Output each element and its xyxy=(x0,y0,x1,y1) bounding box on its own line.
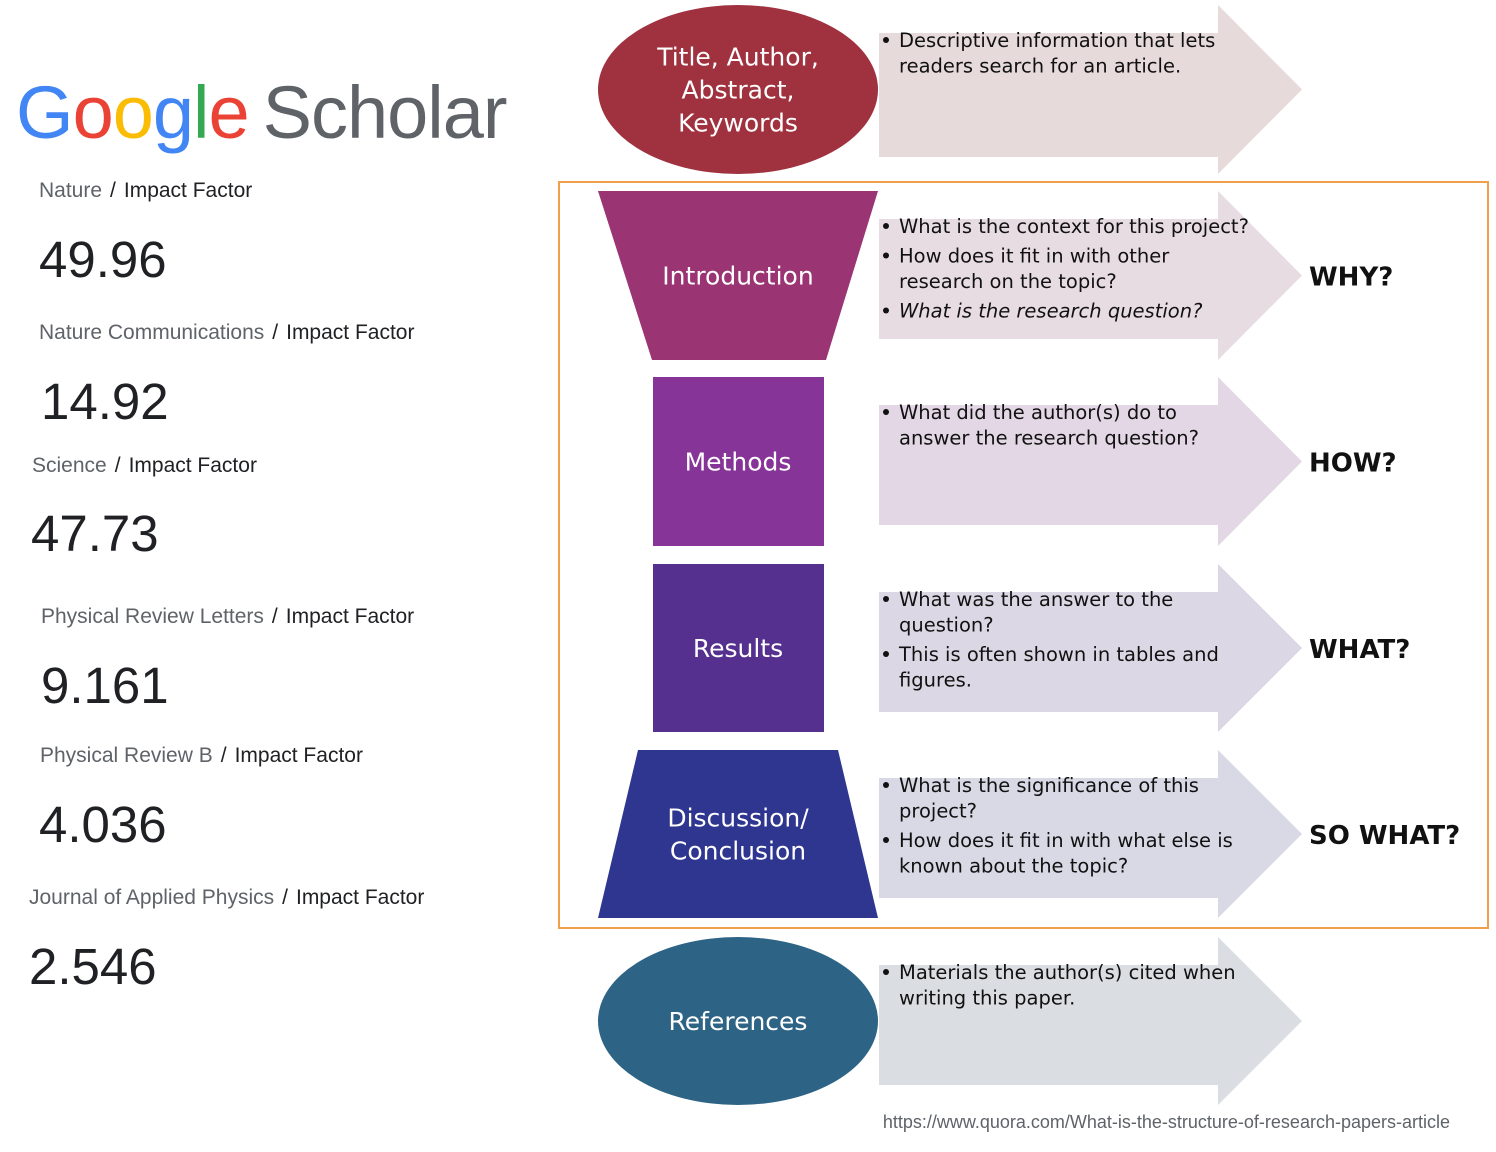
bullet-text: answer the research question? xyxy=(899,427,1199,450)
journal-name[interactable]: Physical Review B xyxy=(40,744,213,767)
bullet-dot xyxy=(883,782,889,788)
section-question: SO WHAT? xyxy=(1309,821,1460,851)
metric-label: Impact Factor xyxy=(128,454,257,477)
section-label: Keywords xyxy=(678,109,798,138)
impact-factor-value: 9.161 xyxy=(41,657,169,714)
journal-name[interactable]: Nature Communications xyxy=(39,321,265,344)
journal-label: Physical Review Letters / Impact Factor xyxy=(41,604,414,630)
metric-label: Impact Factor xyxy=(234,744,363,767)
section-arrow xyxy=(879,191,1302,360)
bullet-text: writing this paper. xyxy=(899,987,1075,1010)
google-letter: g xyxy=(152,71,194,154)
separator: / xyxy=(282,886,288,909)
journal-name[interactable]: Physical Review Letters xyxy=(41,605,264,628)
section-block xyxy=(653,564,824,732)
highlight-box xyxy=(558,181,1489,929)
bullet-text: readers search for an article. xyxy=(899,55,1181,78)
impact-factor-value: 47.73 xyxy=(31,505,159,562)
separator: / xyxy=(114,454,121,477)
bullet-text: What is the significance of this xyxy=(899,774,1199,797)
section-arrow xyxy=(879,750,1302,918)
bullet-dot xyxy=(883,969,889,975)
google-letter: l xyxy=(193,71,209,154)
impact-factor-value: 2.546 xyxy=(29,938,157,995)
section-question: WHAT? xyxy=(1309,635,1410,665)
journal-name[interactable]: Science xyxy=(32,454,107,477)
bullet-text: Descriptive information that lets xyxy=(899,29,1215,52)
section-block xyxy=(653,377,824,546)
bullet-text: What did the author(s) do to xyxy=(899,401,1177,424)
section-label: Results xyxy=(693,634,783,663)
section-label: Discussion/ xyxy=(667,804,809,833)
bullet-text: known about the topic? xyxy=(899,855,1128,878)
section-arrow xyxy=(879,377,1302,546)
section-ellipse xyxy=(598,5,878,174)
impact-factor-value: 4.036 xyxy=(39,796,167,853)
bullet-dot xyxy=(883,252,889,259)
bullet-text: What is the research question? xyxy=(899,300,1202,323)
section-ellipse xyxy=(598,937,878,1105)
bullet-dot xyxy=(883,223,889,229)
section-label: Title, Author, xyxy=(656,43,819,72)
impact-factor-value: 14.92 xyxy=(41,373,169,430)
bullet-text: research on the topic? xyxy=(899,270,1117,293)
journal-label: Science / Impact Factor xyxy=(32,453,257,479)
bullet-text: project? xyxy=(899,800,977,823)
section-question: HOW? xyxy=(1309,449,1397,479)
scholar-wordmark: Scholar xyxy=(262,71,508,154)
section-arrow xyxy=(879,564,1302,732)
bullet-text: How does it fit in with other xyxy=(899,245,1170,268)
section-funnel xyxy=(598,750,878,918)
bullet-text: figures. xyxy=(899,669,972,692)
bullet-text: This is often shown in tables and xyxy=(898,643,1219,666)
section-label: Methods xyxy=(685,448,792,477)
separator: / xyxy=(220,744,227,767)
separator: / xyxy=(271,605,278,628)
impact-factor-value: 49.96 xyxy=(39,231,167,288)
journal-label: Nature / Impact Factor xyxy=(39,178,252,204)
bullet-text: question? xyxy=(899,614,994,637)
metric-label: Impact Factor xyxy=(123,179,253,202)
journal-label: Journal of Applied Physics / Impact Factor xyxy=(29,885,424,911)
google-wordmark: Google xyxy=(16,71,250,154)
section-label: Introduction xyxy=(662,262,813,291)
section-question: WHY? xyxy=(1309,263,1393,293)
bullet-dot xyxy=(883,307,889,314)
google-letter: e xyxy=(208,71,249,154)
google-letter: G xyxy=(16,71,74,154)
section-label: Conclusion xyxy=(670,837,806,866)
journal-label: Physical Review B / Impact Factor xyxy=(40,743,363,769)
bullet-text: How does it fit in with what else is xyxy=(899,829,1233,852)
section-label: References xyxy=(669,1007,808,1036)
bullet-text: Materials the author(s) cited when xyxy=(899,961,1236,984)
metric-label: Impact Factor xyxy=(285,605,415,628)
bullet-dot xyxy=(883,651,889,657)
bullet-dot xyxy=(883,37,889,43)
journal-label: Nature Communications / Impact Factor xyxy=(39,320,414,346)
google-letter: o xyxy=(112,71,154,154)
bullet-dot xyxy=(883,837,889,843)
bullet-text: What was the answer to the xyxy=(899,588,1173,611)
google-letter: o xyxy=(72,71,114,154)
separator: / xyxy=(110,179,116,202)
source-url: https://www.quora.com/What-is-the-struct… xyxy=(882,1112,1450,1132)
bullet-text: What is the context for this project? xyxy=(899,215,1249,238)
section-label: Abstract, xyxy=(682,76,795,105)
bullet-dot xyxy=(883,409,889,415)
metric-label: Impact Factor xyxy=(295,886,425,909)
journal-name[interactable]: Journal of Applied Physics xyxy=(29,886,275,909)
journal-name[interactable]: Nature xyxy=(39,179,103,202)
metric-label: Impact Factor xyxy=(286,321,415,344)
section-arrow xyxy=(879,937,1302,1105)
separator: / xyxy=(272,321,279,344)
section-funnel xyxy=(598,191,878,360)
bullet-dot xyxy=(883,596,889,602)
section-arrow xyxy=(879,5,1302,174)
